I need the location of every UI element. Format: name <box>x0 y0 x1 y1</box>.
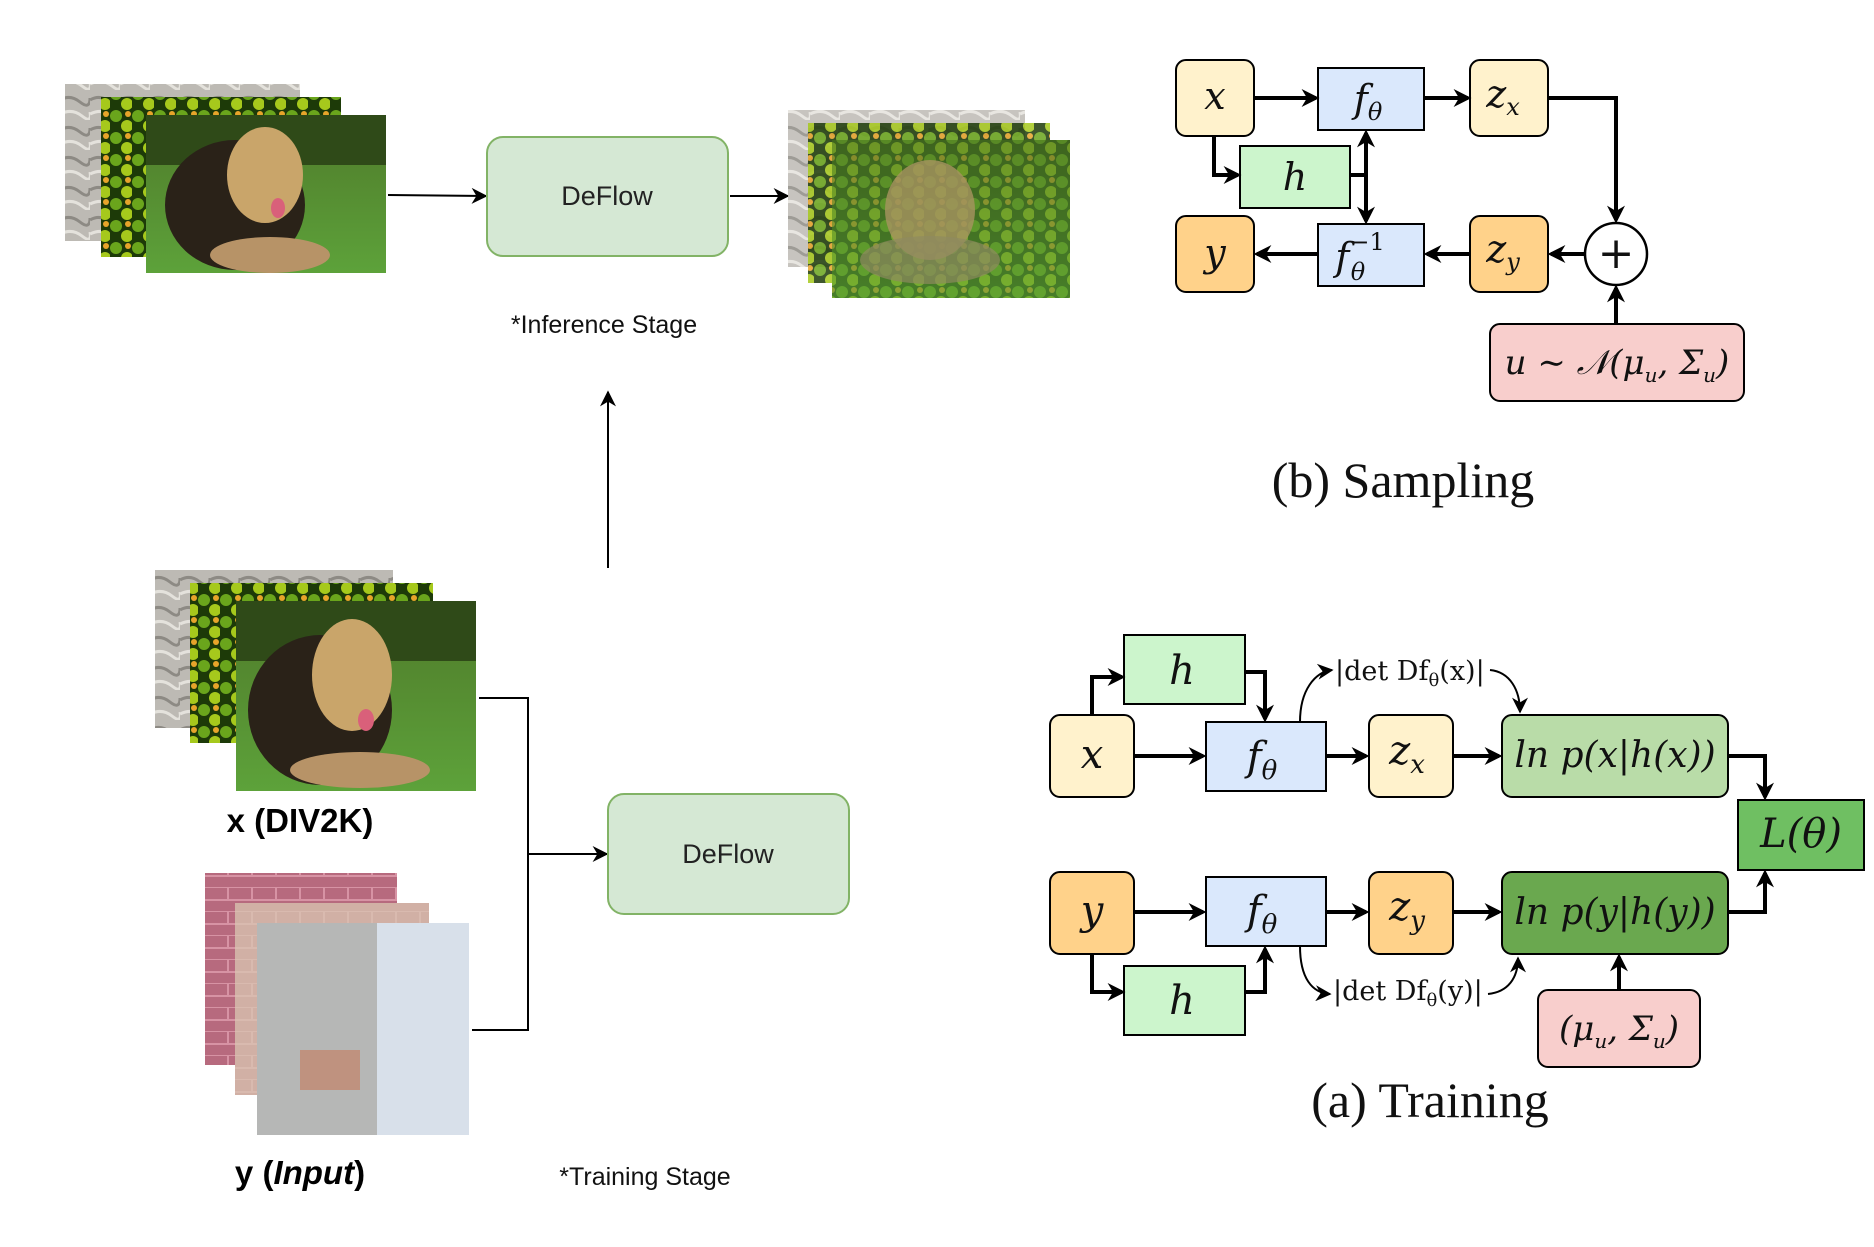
svg-text:ln p(x|h(x)): ln p(x|h(x)) <box>1514 735 1715 776</box>
training-h-top-node <box>1123 634 1246 705</box>
training-zy-label: zy <box>1388 884 1425 936</box>
training-diagram: h x fθ zx ln p(x|h(x)) |det Dfθ(x)| L(θ)… <box>1049 634 1865 1128</box>
svg-text:x: x <box>1081 732 1104 778</box>
y-input-label: y (Input) <box>235 1154 365 1191</box>
training-mu-sigma-label: (μu, Σu) <box>1559 1009 1679 1053</box>
training-zx-label: zx <box>1388 728 1425 780</box>
svg-text:x: x <box>1204 74 1225 118</box>
svg-text:h: h <box>1169 648 1195 694</box>
svg-text:ln p(y|h(y)): ln p(y|h(y)) <box>1514 892 1715 933</box>
arrow-input-to-deflow <box>387 187 488 204</box>
training-stage-caption: *Training Stage <box>559 1163 730 1191</box>
sampling-zx-label: zx <box>1485 72 1520 121</box>
svg-text:y: y <box>1079 888 1105 934</box>
training-loss-node <box>1737 799 1865 871</box>
training-f-bottom-label: fθ <box>1244 888 1278 940</box>
lion-photo-x <box>236 601 476 791</box>
output-image-stack <box>788 110 1070 298</box>
training-det-top-label: |det Dfθ(x)| <box>1335 656 1485 691</box>
svg-text:h: h <box>1283 155 1307 199</box>
training-f-top-label: fθ <box>1244 734 1278 786</box>
input-image-stack-inference <box>65 84 386 273</box>
deflow-box-training: DeFlow <box>607 793 850 915</box>
merge-connector <box>472 697 529 1031</box>
inference-stage-caption: *Inference Stage <box>511 311 697 339</box>
y-image-stack <box>205 873 469 1135</box>
x-div2k-label: x (DIV2K) <box>227 802 374 839</box>
sampling-f-inverse-node <box>1317 223 1425 287</box>
deflow-label-inference: DeFlow <box>561 181 653 211</box>
deflow-label-training: DeFlow <box>682 839 774 869</box>
sampling-u-label: u ∼ 𝒩(μu, Σu) <box>1505 343 1730 387</box>
deflow-box-inference: DeFlow <box>486 136 729 257</box>
sampling-zy-label: zy <box>1485 227 1520 276</box>
svg-text:y: y <box>1202 231 1226 275</box>
svg-text:h: h <box>1169 978 1195 1024</box>
lion-photo <box>146 115 386 273</box>
training-caption: (a) Training <box>1311 1072 1549 1128</box>
svg-text:L(θ): L(θ) <box>1759 811 1842 857</box>
svg-text:+: + <box>1598 228 1635 279</box>
sampling-h-node <box>1239 145 1351 209</box>
x-image-stack <box>155 570 476 791</box>
sampling-caption: (b) Sampling <box>1272 452 1534 508</box>
training-det-bottom-label: |det Dfθ(y)| <box>1333 976 1483 1011</box>
